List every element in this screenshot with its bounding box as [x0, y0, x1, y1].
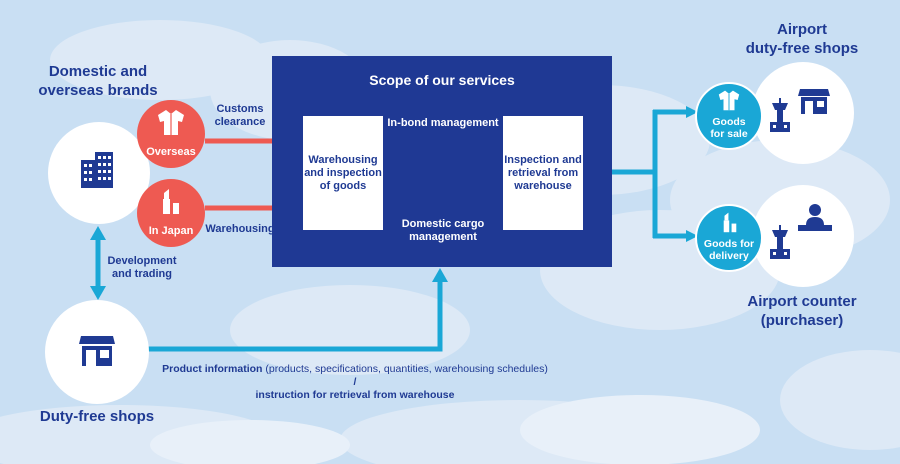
- warehousing-inspection-box: Warehousing and inspection of goods: [303, 116, 383, 230]
- airport-counter-title: Airport counter (purchaser): [716, 292, 888, 330]
- airport-counter-line1: Airport counter: [747, 293, 857, 310]
- goods-sale-label: Goods for sale: [710, 116, 748, 140]
- airport-shops-circle: [752, 62, 854, 164]
- airport-shops-line2: duty-free shops: [745, 40, 859, 57]
- product-info-caption: Product information (products, specifica…: [160, 363, 550, 402]
- product-info-slash: /: [353, 376, 357, 388]
- japan-label: In Japan: [148, 225, 194, 237]
- customs-label: Customs clearance: [214, 103, 266, 128]
- control-tower-icon: [770, 225, 790, 259]
- jacket-icon: [158, 110, 184, 135]
- brands-circle: [48, 122, 150, 224]
- japan-circle: In Japan: [137, 179, 205, 247]
- brands-title: Domestic and overseas brands: [38, 63, 158, 99]
- control-tower-icon: [770, 98, 790, 132]
- goods-delivery-circle: Goods for delivery: [695, 204, 763, 272]
- inspection-retrieval-box: Inspection and retrieval from warehouse: [503, 116, 583, 230]
- storefront-icon: [79, 336, 115, 366]
- lipstick-icon: [723, 212, 737, 233]
- goods-delivery-label: Goods for delivery: [703, 238, 755, 262]
- development-label: Development and trading: [107, 255, 177, 280]
- overseas-label: Overseas: [146, 146, 196, 158]
- airport-counter-line2: (purchaser): [760, 312, 844, 329]
- product-info-bold: Product information: [162, 363, 263, 375]
- dutyfree-title: Duty-free shops: [39, 408, 155, 425]
- storefront-icon: [798, 89, 830, 114]
- scope-title: Scope of our services: [369, 72, 515, 88]
- domestic-label: Domestic cargo management: [401, 218, 485, 243]
- overseas-circle: Overseas: [137, 100, 205, 168]
- office-buildings-icon: [81, 152, 113, 188]
- airport-counter-circle: [752, 185, 854, 287]
- counter-staff-icon: [798, 204, 832, 231]
- inbond-label: In-bond management: [387, 117, 499, 129]
- warehousing-label: Warehousing: [205, 223, 275, 235]
- lipstick-icon: [163, 189, 179, 214]
- dutyfree-circle: [45, 300, 149, 404]
- jacket-icon: [718, 90, 740, 111]
- product-info-line2: instruction for retrieval from warehouse: [255, 389, 455, 401]
- goods-sale-circle: Goods for sale: [695, 82, 763, 150]
- airport-shops-title: Airport duty-free shops: [720, 20, 884, 58]
- product-info-line: [148, 280, 443, 352]
- airport-shops-line1: Airport: [777, 21, 827, 38]
- product-info-detail: (products, specifications, quantities, w…: [265, 363, 548, 375]
- scope-panel: Scope of our services Warehousing and in…: [272, 56, 612, 267]
